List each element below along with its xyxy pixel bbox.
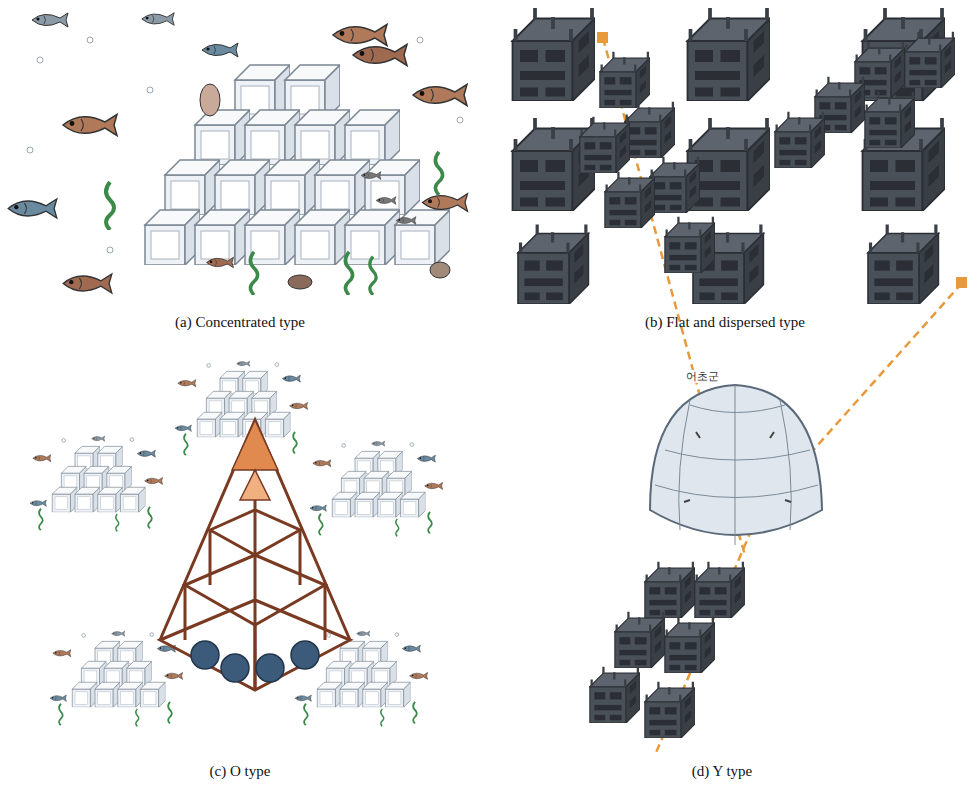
- y-type-reef: [580, 32, 967, 755]
- panel-caption: (b) Flat and dispersed type: [645, 313, 805, 331]
- concentrated-reef: [8, 13, 467, 295]
- panel-caption: (d) Y type: [692, 762, 753, 780]
- region-label: 어초군: [684, 370, 721, 383]
- dispersed-reef: [513, 8, 946, 304]
- o-type-reef: [30, 361, 443, 726]
- dome-reef: [650, 385, 822, 545]
- panel-caption: (c) O type: [210, 762, 271, 780]
- panel-caption: (a) Concentrated type: [175, 313, 305, 331]
